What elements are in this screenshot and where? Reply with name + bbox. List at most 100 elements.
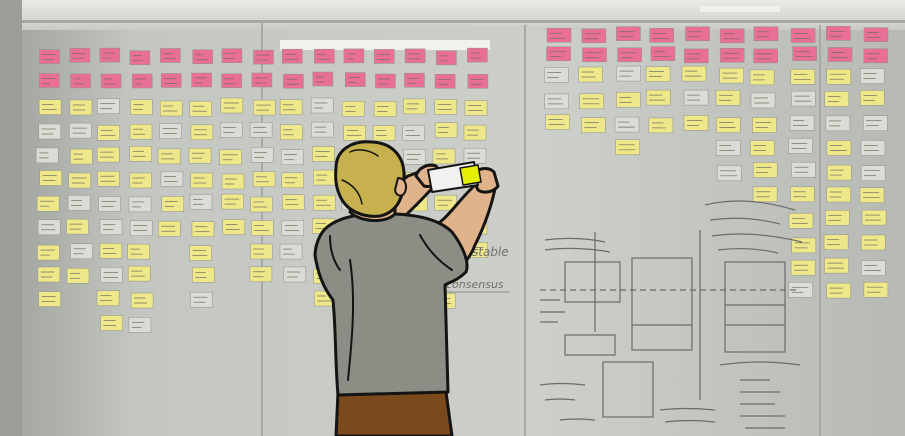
sketch-wireframe	[564, 334, 616, 356]
white-card	[403, 149, 426, 165]
yellow-sticky-note	[66, 218, 89, 235]
pink-sticky-note	[314, 48, 335, 64]
yellow-sticky-note	[860, 90, 885, 106]
white-card	[190, 291, 213, 308]
white-card	[683, 89, 709, 106]
yellow-sticky-note	[97, 170, 120, 187]
yellow-sticky-note	[343, 125, 366, 141]
pink-sticky-note	[373, 49, 395, 64]
yellow-sticky-note	[681, 65, 707, 82]
pink-sticky-note	[375, 73, 396, 89]
yellow-sticky-note	[823, 234, 849, 250]
shirt-fold	[419, 234, 453, 271]
pink-sticky-note	[467, 47, 488, 63]
yellow-sticky-note	[312, 194, 336, 211]
yellow-sticky-note	[826, 282, 851, 299]
pink-sticky-note	[753, 48, 778, 64]
handwriting-consensus: consensus	[446, 278, 504, 291]
white-card	[67, 195, 91, 211]
yellow-sticky-note	[191, 221, 215, 237]
ceiling-light	[280, 40, 490, 50]
yellow-sticky-note	[130, 292, 154, 309]
yellow-sticky-note	[279, 99, 303, 116]
white-card	[788, 138, 813, 154]
white-card	[861, 260, 886, 276]
white-card	[791, 90, 816, 107]
yellow-sticky-note	[341, 101, 365, 117]
yellow-sticky-note	[403, 98, 426, 115]
yellow-sticky-note	[250, 243, 273, 260]
white-card	[789, 115, 815, 131]
pink-sticky-note	[253, 49, 274, 65]
yellow-sticky-note	[824, 257, 849, 274]
white-card	[98, 196, 121, 212]
white-card	[99, 219, 123, 235]
white-card	[863, 115, 888, 131]
white-card	[97, 98, 120, 114]
pink-sticky-note	[191, 72, 212, 88]
yellow-sticky-note	[372, 125, 396, 141]
pink-sticky-note	[719, 28, 745, 44]
yellow-sticky-note	[127, 265, 151, 282]
yellow-sticky-note	[648, 117, 674, 134]
pink-sticky-note	[467, 74, 489, 89]
white-card	[250, 147, 274, 163]
board-frame	[22, 20, 905, 23]
white-card	[38, 123, 61, 140]
yellow-sticky-note	[251, 220, 274, 236]
pink-sticky-note	[616, 26, 641, 41]
sketch-wireframe	[564, 261, 621, 303]
pink-sticky-note	[546, 46, 571, 61]
yellow-sticky-note	[96, 290, 120, 306]
hair-strand	[341, 179, 363, 205]
yellow-sticky-note	[38, 291, 61, 307]
yellow-sticky-note	[189, 245, 212, 261]
yellow-sticky-note	[221, 173, 245, 190]
person-head-hair	[334, 140, 406, 218]
yellow-sticky-note	[220, 97, 244, 114]
white-card	[100, 267, 123, 283]
pink-sticky-note	[649, 28, 674, 43]
pink-sticky-note	[129, 50, 151, 65]
yellow-sticky-note	[545, 114, 570, 130]
yellow-sticky-note	[36, 195, 60, 212]
yellow-sticky-note	[719, 67, 744, 84]
white-card	[788, 282, 813, 298]
pink-sticky-note	[863, 48, 888, 64]
sketch-wireframe	[602, 361, 654, 418]
yellow-sticky-note	[578, 66, 603, 83]
yellow-sticky-note	[192, 267, 215, 283]
white-card	[128, 196, 152, 213]
yellow-sticky-note	[373, 101, 397, 117]
yellow-sticky-note	[39, 170, 63, 186]
white-card	[189, 194, 213, 210]
pink-sticky-note	[719, 47, 745, 63]
yellow-sticky-note	[129, 172, 152, 189]
yellow-sticky-note	[221, 193, 244, 210]
yellow-sticky-note	[861, 209, 887, 226]
ceiling-strip	[0, 0, 905, 30]
yellow-sticky-note	[463, 124, 487, 141]
white-card	[616, 65, 641, 82]
yellow-sticky-note	[99, 243, 123, 259]
white-card	[128, 317, 152, 333]
yellow-sticky-note	[750, 140, 775, 156]
white-card	[249, 122, 273, 138]
yellow-sticky-note	[157, 148, 181, 165]
yellow-sticky-note	[860, 234, 886, 251]
white-card	[70, 243, 93, 260]
pink-sticky-note	[863, 27, 889, 42]
yellow-sticky-note	[464, 100, 488, 116]
sketch-scribble	[719, 361, 801, 429]
yellow-sticky-note	[824, 91, 850, 107]
yellow-sticky-note	[749, 69, 775, 86]
handwriting-stable: stable	[472, 245, 509, 259]
yellow-sticky-note	[752, 162, 778, 178]
white-card	[280, 149, 304, 165]
pink-sticky-note	[160, 48, 181, 63]
yellow-sticky-note	[434, 99, 458, 115]
yellow-sticky-note	[826, 140, 852, 156]
yellow-sticky-note	[100, 315, 123, 331]
yellow-sticky-note	[683, 115, 709, 131]
yellow-sticky-note	[129, 146, 152, 162]
